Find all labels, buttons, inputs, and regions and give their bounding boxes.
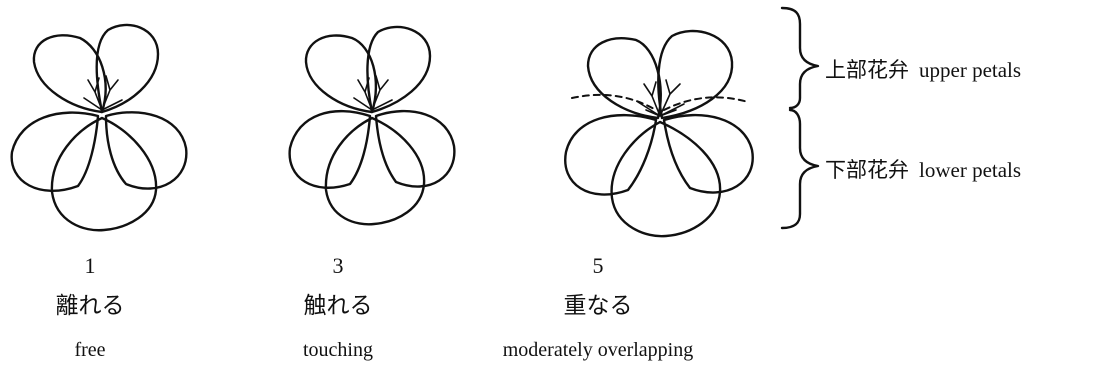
flower-overlapping-number: 5 (592, 253, 604, 278)
lower-petals-label-en: lower petals (919, 158, 1022, 182)
upper-petals-label-en: upper petals (919, 58, 1022, 82)
lower-petals-label-jp: 下部花弁 (825, 158, 909, 182)
upper-petals-label-jp: 上部花弁 (825, 58, 909, 82)
lower-petals-brace (780, 108, 820, 230)
flower-overlapping-en: moderately overlapping (502, 339, 694, 361)
flower-touching-drawing (288, 25, 456, 226)
flower-free-drawing (10, 23, 188, 232)
flower-overlapping-jp: 重なる (563, 293, 633, 318)
lower-petals-label: 下部花弁 lower petals (825, 154, 1021, 184)
flower-overlapping-drawing (564, 29, 754, 238)
flower-touching-jp: 触れる (303, 293, 373, 318)
upper-petals-label: 上部花弁 upper petals (825, 54, 1021, 84)
flower-free-jp: 離れる (55, 293, 125, 318)
upper-petals-brace (780, 6, 820, 110)
flower-touching-en: touching (303, 339, 373, 361)
flower-free-number: 1 (84, 253, 96, 278)
flower-touching-number: 3 (332, 253, 344, 278)
flower-free-en: free (74, 339, 106, 361)
